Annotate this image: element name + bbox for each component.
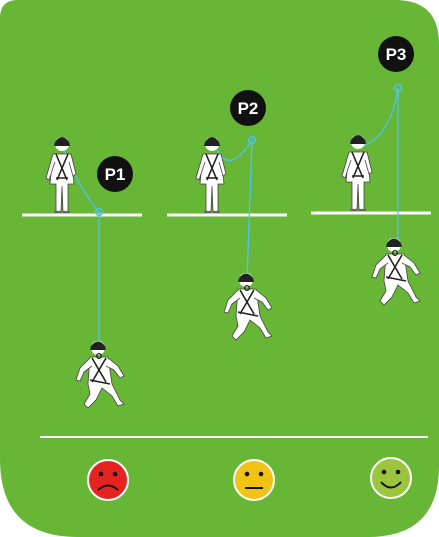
badge-p1-label: P1 [105, 165, 126, 184]
badge-p3: P3 [378, 36, 414, 72]
badge-p2-label: P2 [238, 99, 259, 118]
badge-p1: P1 [97, 156, 133, 192]
badge-p2: P2 [230, 90, 266, 126]
badge-p3-label: P3 [386, 45, 407, 64]
neutral-face-icon [234, 460, 274, 500]
sad-face-icon [88, 460, 128, 500]
happy-face-icon [371, 458, 411, 498]
